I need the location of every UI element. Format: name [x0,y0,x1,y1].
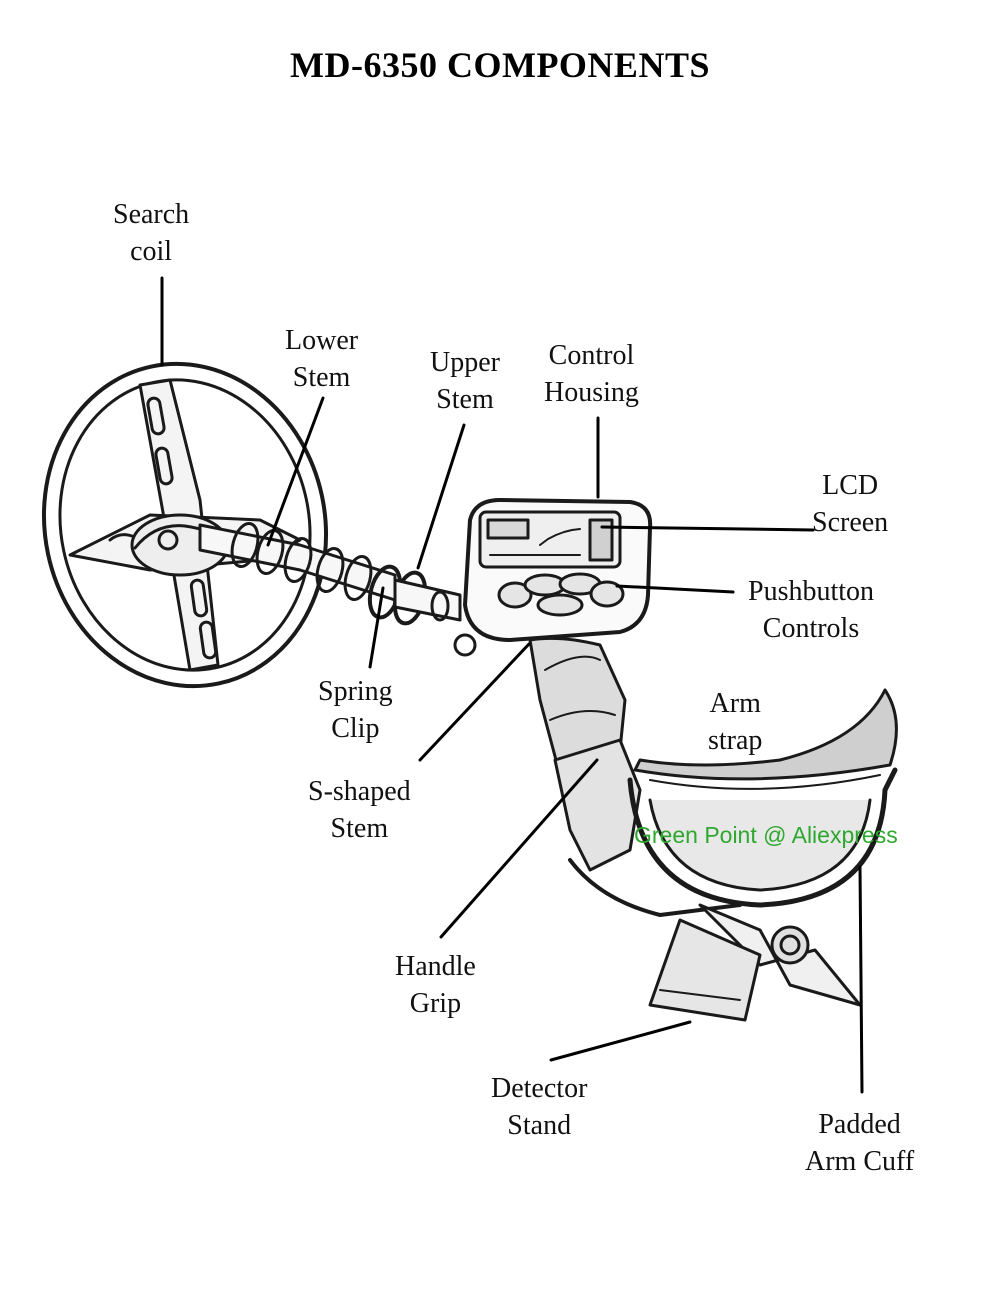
leader-detector-stand [549,1020,692,1062]
leader-padded-arm-cuff [858,865,864,1094]
leader-lcd-screen [600,525,815,532]
leader-handle-grip [439,758,599,939]
diagram-title: MD-6350 COMPONENTS [290,45,710,85]
upper-stem-drawing [367,564,477,657]
arm-cuff-drawing [627,688,898,1007]
leader-lower-stem [266,396,325,547]
watermark: Green Point @ Aliexpress [634,822,898,848]
lower-stem-drawing [198,522,397,602]
handle-grip-drawing [528,636,742,917]
control-housing-drawing [463,498,653,642]
detector-stand-drawing [648,918,762,1022]
leader-spring-clip [368,586,385,669]
leader-s-shaped-stem [418,642,531,762]
leader-pushbutton-controls [615,584,735,594]
leader-upper-stem [416,423,466,570]
